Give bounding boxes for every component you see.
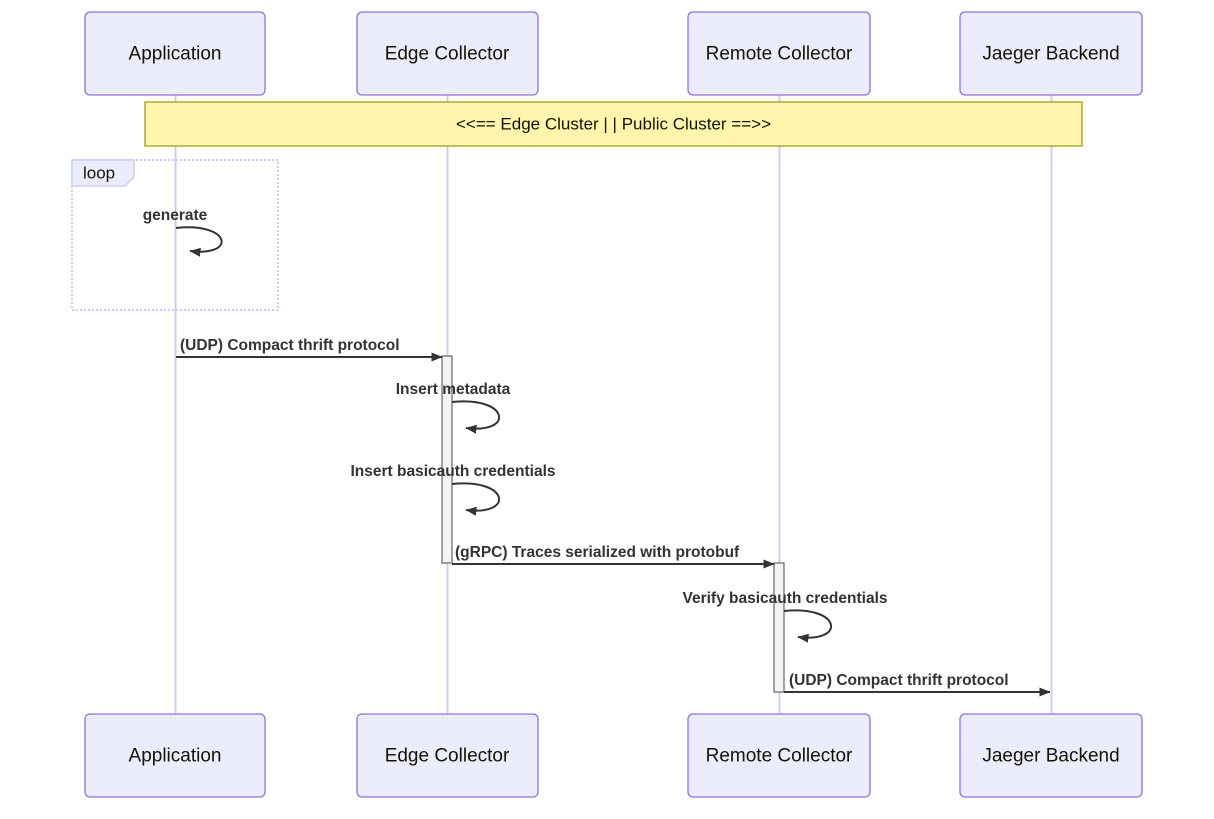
participant-edge-collector-bottom[interactable]: Edge Collector: [356, 713, 539, 798]
msg-insert-metadata-label: Insert metadata: [396, 381, 511, 398]
activation-edge-collector: [441, 355, 453, 564]
participant-box[interactable]: [356, 11, 539, 96]
participant-box[interactable]: [84, 713, 266, 798]
msg-insert-basicauth-credentials-selfloop: [451, 482, 501, 516]
msg-generate-label: generate: [143, 207, 208, 224]
note-edge-public-cluster: <<== Edge Cluster | | Public Cluster ==>…: [144, 101, 1083, 147]
msg-verify-basicauth-credentials-selfloop: [783, 609, 833, 643]
participant-label-jaeger-backend: Jaeger Backend: [982, 44, 1119, 65]
participant-remote-collector-top[interactable]: Remote Collector: [687, 11, 871, 96]
participant-label-edge-collector: Edge Collector: [385, 746, 510, 767]
participant-label-application: Application: [129, 746, 222, 767]
activation-remote-collector: [773, 562, 785, 693]
activations-layer: [441, 355, 785, 693]
participant-jaeger-backend-top[interactable]: Jaeger Backend: [959, 11, 1143, 96]
msg-udp-compact-thrift-1: (UDP) Compact thrift protocol: [176, 337, 443, 362]
participant-application-bottom[interactable]: Application: [84, 713, 266, 798]
msg-generate-selfloop: [175, 226, 223, 257]
participant-box[interactable]: [959, 713, 1143, 798]
msg-insert-metadata-selfloop: [451, 400, 501, 434]
note-text: <<== Edge Cluster | | Public Cluster ==>…: [456, 114, 771, 133]
loop-tag-shape: [71, 159, 135, 187]
note-layer: <<== Edge Cluster | | Public Cluster ==>…: [144, 101, 1083, 147]
msg-udp-compact-thrift-2: (UDP) Compact thrift protocol: [784, 672, 1051, 697]
messages-layer: generate(UDP) Compact thrift protocolIns…: [143, 207, 1051, 697]
loop-fragment: loop: [71, 159, 279, 311]
participant-remote-collector-bottom[interactable]: Remote Collector: [687, 713, 871, 798]
msg-verify-basicauth-credentials-label: Verify basicauth credentials: [682, 590, 887, 607]
loop-tag-label: loop: [83, 163, 115, 182]
participant-label-remote-collector: Remote Collector: [706, 746, 853, 767]
participant-label-application: Application: [129, 44, 222, 65]
participant-application-top[interactable]: Application: [84, 11, 266, 96]
participant-label-remote-collector: Remote Collector: [706, 44, 853, 65]
msg-grpc-traces-protobuf: (gRPC) Traces serialized with protobuf: [452, 544, 775, 569]
participant-box[interactable]: [356, 713, 539, 798]
participant-box[interactable]: [84, 11, 266, 96]
participant-box[interactable]: [687, 713, 871, 798]
loop-box: [71, 159, 279, 311]
msg-insert-metadata: Insert metadata: [396, 381, 511, 434]
participant-label-edge-collector: Edge Collector: [385, 44, 510, 65]
participant-label-jaeger-backend: Jaeger Backend: [982, 746, 1119, 767]
loop-fragment-layer: loop: [71, 159, 279, 311]
msg-generate: generate: [143, 207, 223, 257]
participant-box[interactable]: [687, 11, 871, 96]
msg-grpc-traces-protobuf-label: (gRPC) Traces serialized with protobuf: [455, 544, 740, 561]
participant-box[interactable]: [959, 11, 1143, 96]
lifelines-layer: [174, 95, 1053, 714]
msg-insert-basicauth-credentials: Insert basicauth credentials: [350, 463, 556, 516]
msg-insert-basicauth-credentials-label: Insert basicauth credentials: [350, 463, 555, 480]
msg-udp-compact-thrift-2-label: (UDP) Compact thrift protocol: [789, 672, 1009, 689]
msg-udp-compact-thrift-1-label: (UDP) Compact thrift protocol: [180, 337, 400, 354]
msg-verify-basicauth-credentials: Verify basicauth credentials: [682, 590, 888, 643]
note-box: [144, 101, 1083, 147]
participant-edge-collector-top[interactable]: Edge Collector: [356, 11, 539, 96]
participant-jaeger-backend-bottom[interactable]: Jaeger Backend: [959, 713, 1143, 798]
